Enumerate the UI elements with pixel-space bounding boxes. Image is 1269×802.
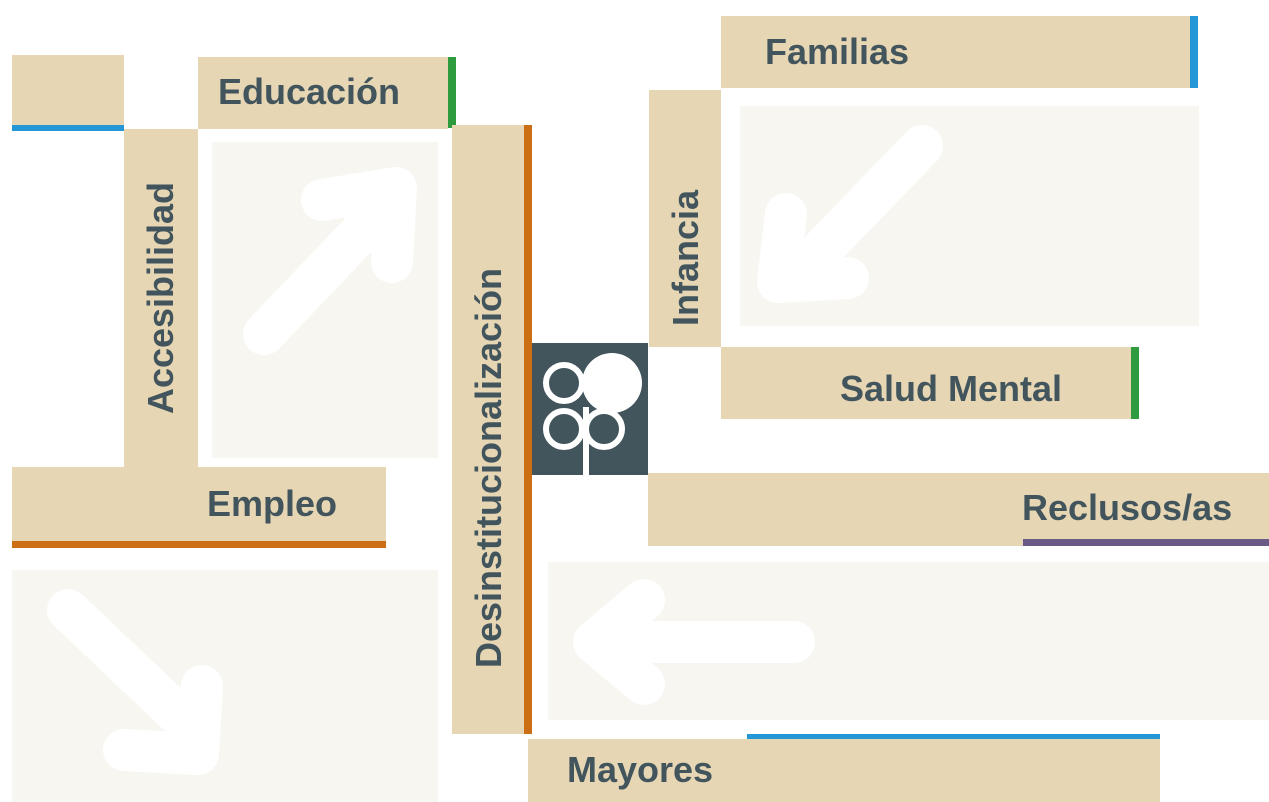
clover-logo-icon [543, 353, 642, 475]
orange-underline [12, 541, 386, 548]
blue-topline [747, 734, 1160, 741]
blue-underline [12, 125, 124, 131]
logo-square [532, 343, 648, 475]
label-educacion: Educación [218, 71, 401, 112]
tile-accesibilidad [124, 129, 198, 467]
label-desinstitucionalizacion: Desinstitucionalización [468, 267, 509, 669]
tile-desinstitucionalizacion [452, 125, 524, 734]
purple-underline [1023, 539, 1269, 546]
tile-empleo [12, 467, 386, 541]
label-familias: Familias [765, 31, 910, 72]
tile-infancia [649, 90, 721, 347]
tile-reclusos [648, 473, 1269, 546]
label-reclusos: Reclusos/as [1022, 487, 1233, 528]
orange-bar [524, 125, 532, 734]
blank-tile [12, 55, 124, 125]
green-bar [448, 57, 456, 128]
tile-familias [721, 16, 1190, 88]
arrow-up-right-icon [243, 167, 417, 355]
label-mayores: Mayores [567, 749, 714, 790]
tile-mayores [528, 739, 1160, 802]
label-accesibilidad: Accesibilidad [140, 181, 181, 415]
label-infancia: Infancia [665, 189, 706, 327]
arrow-left-icon [573, 579, 815, 705]
arrow-down-right-icon [47, 589, 223, 775]
green-bar [1131, 347, 1139, 419]
tile-educacion [198, 57, 448, 129]
tile-salud-mental [721, 347, 1131, 419]
label-empleo: Empleo [207, 483, 338, 524]
arrow-down-left-icon [757, 125, 943, 303]
blue-bar [1190, 16, 1198, 88]
label-salud-mental: Salud Mental [840, 368, 1063, 409]
